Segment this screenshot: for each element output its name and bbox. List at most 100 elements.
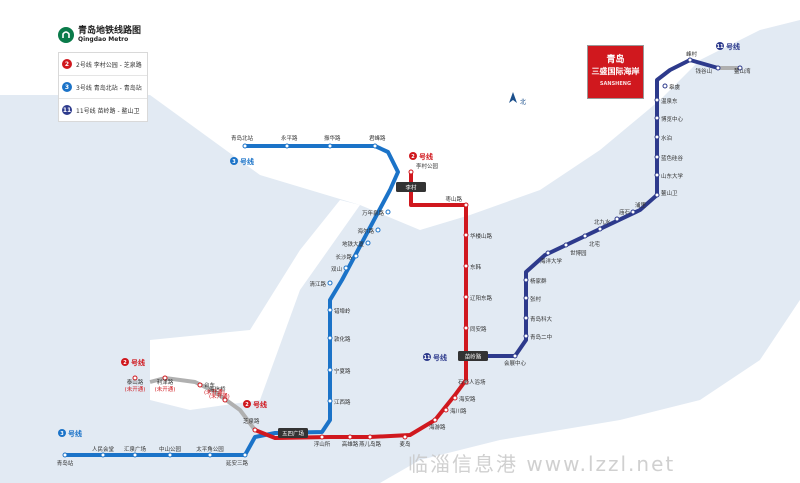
legend-row-line2[interactable]: 2 2号线 李村公园 - 芝泉路 <box>59 53 147 75</box>
line11-station-dot[interactable] <box>545 250 551 256</box>
line3-station-dot[interactable] <box>284 143 290 149</box>
legend-line2-badge: 2 <box>62 59 72 69</box>
line2-station-dot[interactable] <box>252 427 258 433</box>
line-badge-text: 号线 <box>240 157 254 166</box>
line2-station-dot[interactable] <box>463 379 469 385</box>
line11-station-dot[interactable] <box>523 333 529 339</box>
line2-station-dot[interactable] <box>162 375 168 381</box>
line3-station-dot[interactable] <box>100 452 106 458</box>
line3-station-label: 人民会堂 <box>92 445 115 453</box>
line2-station-label: 海游路 <box>429 423 446 431</box>
line11-station-dot[interactable] <box>654 97 660 103</box>
line3-station-dot[interactable] <box>207 452 213 458</box>
line3-station-label: 青岛站 <box>57 459 74 467</box>
transfer-box[interactable] <box>278 428 308 438</box>
line-badge-text: 号线 <box>433 353 447 362</box>
line2-station-dot[interactable] <box>347 434 353 440</box>
line11-station-dot[interactable] <box>654 134 660 140</box>
line3-station-dot[interactable] <box>372 143 378 149</box>
line3-station-dot[interactable] <box>327 398 333 404</box>
line11-station-label: 会展中心 <box>504 359 527 367</box>
line3-station-label: 双山 <box>331 265 342 273</box>
line2-station-dot[interactable] <box>463 232 469 238</box>
line2-station-dot[interactable] <box>132 375 138 381</box>
line3-station-dot[interactable] <box>327 367 333 373</box>
line11-station-dot[interactable] <box>654 172 660 178</box>
line3-station-dot[interactable] <box>385 209 391 215</box>
line-badge-number: 3 <box>232 159 236 165</box>
line11-station-dot[interactable] <box>523 295 529 301</box>
line11-station-dot[interactable] <box>512 353 518 359</box>
line2-station-label: 海川路 <box>450 407 467 415</box>
legend-row-line11[interactable]: 11 11号线 苗岭路 - 鳌山卫 <box>59 98 147 121</box>
line2-station-dot[interactable] <box>432 417 438 423</box>
advertisement-banner[interactable]: 青岛 三盛国际海岸 SANSHENG <box>587 45 644 99</box>
line2-station-dot[interactable] <box>367 434 373 440</box>
line2-station-dot[interactable] <box>408 169 414 175</box>
line11-station-dot[interactable] <box>737 65 743 71</box>
line3-station-dot[interactable] <box>242 143 248 149</box>
line11-station-dot[interactable] <box>630 209 636 215</box>
line2-station-dot[interactable] <box>197 382 203 388</box>
line3-station-dot[interactable] <box>327 335 333 341</box>
line11-station-dot[interactable] <box>523 277 529 283</box>
line11-station-dot[interactable] <box>563 242 569 248</box>
line3-station-dot[interactable] <box>375 227 381 233</box>
line-badge-icon <box>58 429 66 437</box>
line3-station-dot[interactable] <box>242 452 248 458</box>
line2-station-dot[interactable] <box>463 263 469 269</box>
line11-station-label: 水泊 <box>661 134 672 142</box>
line11-track <box>476 58 719 358</box>
line11-station-dot[interactable] <box>582 233 588 239</box>
line11-station-dot[interactable] <box>654 192 660 198</box>
line11-station-dot[interactable] <box>654 115 660 121</box>
line11-station-dot[interactable] <box>523 315 529 321</box>
line3-station-dot[interactable] <box>132 452 138 458</box>
line3-station-label: 永平路 <box>281 134 298 142</box>
line3-station-label: 振华路 <box>324 134 341 142</box>
line3-station-dot[interactable] <box>167 452 173 458</box>
line2-station-label: 东韩 <box>470 263 482 271</box>
line3-station-dot[interactable] <box>327 280 333 286</box>
line2-station-dot[interactable] <box>402 434 408 440</box>
transfer-box[interactable] <box>396 182 426 192</box>
line3-station-dot[interactable] <box>365 240 371 246</box>
line3-station-dot[interactable] <box>327 143 333 149</box>
line3-station-dot[interactable] <box>327 307 333 313</box>
line11-station-label: 青岛科大 <box>530 315 553 323</box>
line11-station-dot[interactable] <box>654 154 660 160</box>
line2-station-dot[interactable] <box>319 434 325 440</box>
line2-station-dot[interactable] <box>452 395 458 401</box>
line3-station-label: 太平角公园 <box>196 445 224 453</box>
line11-station-dot[interactable] <box>715 65 721 71</box>
line3-station-dot[interactable] <box>62 452 68 458</box>
legend-line2-text: 2号线 李村公园 - 芝泉路 <box>76 61 142 69</box>
line11-station-dot[interactable] <box>662 83 668 89</box>
line11-station-label: 张村 <box>530 295 542 303</box>
line2-unopened-track <box>149 376 257 432</box>
line-badge-number: 3 <box>60 431 64 437</box>
line2-station-dot[interactable] <box>222 397 228 403</box>
line11-station-label: 北九水 <box>594 218 611 226</box>
line11-station-dot[interactable] <box>687 57 693 63</box>
line2-station-label: 辽阳东路 <box>470 294 493 302</box>
line2-station-dot[interactable] <box>463 325 469 331</box>
legend-line3-badge: 3 <box>62 82 72 92</box>
ad-line3: SANSHENG <box>599 81 632 87</box>
line11-station-dot[interactable] <box>597 226 603 232</box>
line11-station-label: 青岛二中 <box>530 333 552 341</box>
unopened-note: (未开通) <box>204 388 225 396</box>
transfer-box[interactable] <box>458 351 488 361</box>
line11-station-label: 北宅 <box>589 240 601 248</box>
line2-station-dot[interactable] <box>463 202 469 208</box>
line2-station-dot[interactable] <box>463 294 469 300</box>
line3-station-dot[interactable] <box>353 253 359 259</box>
line3-station-dot[interactable] <box>343 265 349 271</box>
line11-station-dot[interactable] <box>614 216 620 222</box>
line2-station-label: 石老人浴场 <box>458 378 486 386</box>
line2-station-dot[interactable] <box>443 407 449 413</box>
line-badge-text: 号线 <box>68 429 82 438</box>
legend-row-line3[interactable]: 3 3号线 青岛北站 - 青岛站 <box>59 75 147 98</box>
line3-station-label: 青岛北站 <box>231 134 254 142</box>
line2-station-label: 枣山路 <box>445 195 462 203</box>
